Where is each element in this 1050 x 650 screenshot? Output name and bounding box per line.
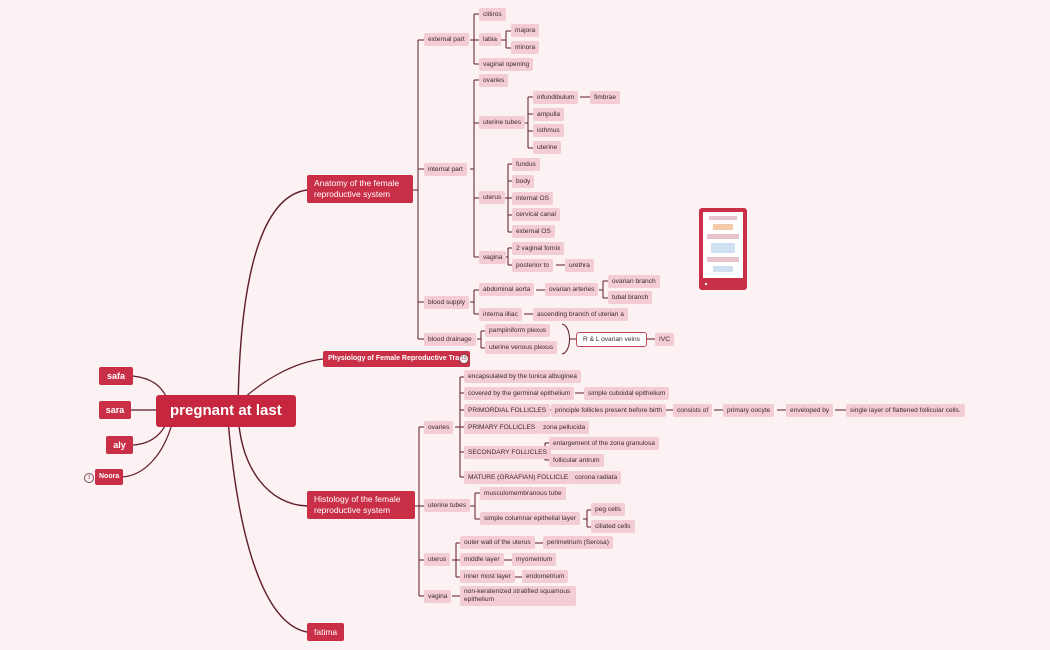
urethra[interactable]: urethra — [565, 259, 594, 272]
internal-os[interactable]: internal OS — [512, 192, 553, 205]
vagina-anatomy[interactable]: vagina — [479, 251, 507, 264]
isthmus[interactable]: isthmus — [533, 124, 564, 137]
abdominal-aorta[interactable]: abdominal aorta — [479, 283, 535, 296]
topic-aly[interactable]: aly — [106, 436, 133, 454]
enveloped-by[interactable]: enveloped by — [786, 404, 834, 417]
ovaries-histology[interactable]: ovaries — [424, 421, 454, 434]
vagina-histology[interactable]: vagina — [424, 590, 452, 603]
fundus[interactable]: fundus — [512, 158, 540, 171]
ovarian-branch[interactable]: ovarian branch — [608, 275, 660, 288]
uterine-tubes-histology[interactable]: uterine tubes — [424, 499, 471, 512]
primary-follicles[interactable]: PRIMARY FOLLICLES — [464, 421, 540, 434]
collapsed-count-badge-physiology[interactable]: 15 — [459, 354, 469, 364]
topic-histology-label: Histology of the female reproductive sys… — [314, 494, 401, 515]
vaginal-fornix[interactable]: 2 vaginal fornix — [512, 242, 565, 255]
interna-illiac[interactable]: interna illiac — [479, 308, 522, 321]
endometrium[interactable]: endometrium — [522, 570, 569, 583]
attached-image-thumbnail[interactable] — [699, 208, 747, 290]
topic-fatima[interactable]: fatima — [307, 623, 345, 641]
external-part[interactable]: external part — [424, 33, 469, 46]
germinal-epithelium[interactable]: covered by the germinal epithelium — [464, 387, 575, 400]
mature-follicle[interactable]: MATURE (GRAAFIAN) FOLLICLE — [464, 471, 573, 484]
ovaries-anatomy[interactable]: ovaries — [479, 74, 509, 87]
uterine-tubes-anatomy[interactable]: uterine tubes — [479, 116, 526, 129]
secondary-follicles[interactable]: SECONDARY FOLLICLES — [464, 446, 551, 459]
outer-wall[interactable]: outer wall of the uterus — [460, 536, 535, 549]
uterus-anatomy[interactable]: uterus — [479, 191, 506, 204]
clitiros[interactable]: clitiros — [479, 8, 506, 21]
vaginal-opening[interactable]: vaginal opening — [479, 58, 534, 71]
musculomembranous-tube[interactable]: musculomembranous tube — [480, 487, 566, 500]
ascending-branch[interactable]: ascending branch of uterian a — [533, 308, 628, 321]
ciliated-cells[interactable]: ciliated cells — [591, 520, 635, 533]
inner-most-layer[interactable]: inner most layer — [460, 570, 515, 583]
external-os[interactable]: external OS — [512, 225, 555, 238]
topic-anatomy[interactable]: Anatomy of the female reproductive syste… — [307, 175, 413, 203]
infundibulum[interactable]: infundibulum — [533, 91, 579, 104]
zona-granulosa[interactable]: enlargement of the zona granulosa — [549, 437, 659, 450]
topic-noora[interactable]: Noora — [95, 469, 124, 485]
myometrium[interactable]: myometrium — [512, 553, 557, 566]
perimetrium[interactable]: perimetrium (Serosa) — [543, 536, 613, 549]
topic-physiology[interactable]: Physiology of Female Reproductive Tract — [323, 351, 471, 367]
uterine[interactable]: uterine — [533, 141, 562, 154]
vagina-epithelium[interactable]: non-keratenized stratified squamous epit… — [460, 586, 576, 606]
primordial-follicles[interactable]: PRIMORDIAL FOLLICLES — [464, 404, 551, 417]
internal-part[interactable]: internal part — [424, 163, 467, 176]
middle-layer[interactable]: middle layer — [460, 553, 504, 566]
majora[interactable]: majora — [511, 24, 540, 37]
tunica-albuginea[interactable]: encapsulated by the tunica albuginea — [464, 370, 581, 383]
topic-histology[interactable]: Histology of the female reproductive sys… — [307, 491, 415, 519]
single-layer[interactable]: single layer of flattened follicular cel… — [846, 404, 965, 417]
zona-pellucida[interactable]: zona pellucida — [539, 421, 590, 434]
primary-oocyte[interactable]: primary oocyte — [723, 404, 775, 417]
minora[interactable]: minora — [511, 41, 540, 54]
simple-cuboidal[interactable]: simple cuboidal epithelium — [584, 387, 670, 400]
simple-columnar[interactable]: simple columnar epithelial layer — [480, 512, 580, 525]
follicular-antrum[interactable]: follicular antrum — [549, 454, 604, 467]
thumbnail-preview — [703, 212, 743, 278]
blood-supply[interactable]: blood supply — [424, 296, 470, 309]
ovarian-arteries[interactable]: ovarian arteries — [545, 283, 599, 296]
ivc[interactable]: IVC — [655, 333, 674, 346]
labia[interactable]: labia — [479, 33, 501, 46]
principle-follicles[interactable]: principle follicles present before birth — [551, 404, 667, 417]
peg-cells[interactable]: peg cells — [591, 503, 626, 516]
uterus-histology[interactable]: uterus — [424, 553, 451, 566]
corona-radiata[interactable]: corona radiata — [571, 471, 622, 484]
body[interactable]: body — [512, 175, 535, 188]
topic-sara[interactable]: sara — [99, 401, 131, 419]
topic-anatomy-label: Anatomy of the female reproductive syste… — [314, 178, 400, 199]
cervical-canal[interactable]: cervical canal — [512, 208, 560, 221]
pampiniform-plexus[interactable]: pampiniform plexus — [485, 324, 551, 337]
blood-drainage[interactable]: blood drainage — [424, 333, 476, 346]
ampulla[interactable]: ampulla — [533, 108, 565, 121]
fimbrae[interactable]: fimbrae — [590, 91, 620, 104]
posterior-to[interactable]: posterior to — [512, 259, 553, 272]
central-topic[interactable]: pregnant at last — [156, 395, 296, 427]
topic-safa[interactable]: safa — [99, 367, 133, 385]
thumbnail-indicator — [705, 283, 707, 285]
ovarian-veins[interactable]: R & L ovarian veins — [576, 332, 647, 347]
tubal-branch[interactable]: tubal branch — [608, 291, 653, 304]
collapsed-count-badge[interactable]: 3 — [84, 473, 94, 483]
uterine-venous-plexus[interactable]: uterine venous plexus — [485, 341, 558, 354]
consists-of[interactable]: consists of — [673, 404, 713, 417]
